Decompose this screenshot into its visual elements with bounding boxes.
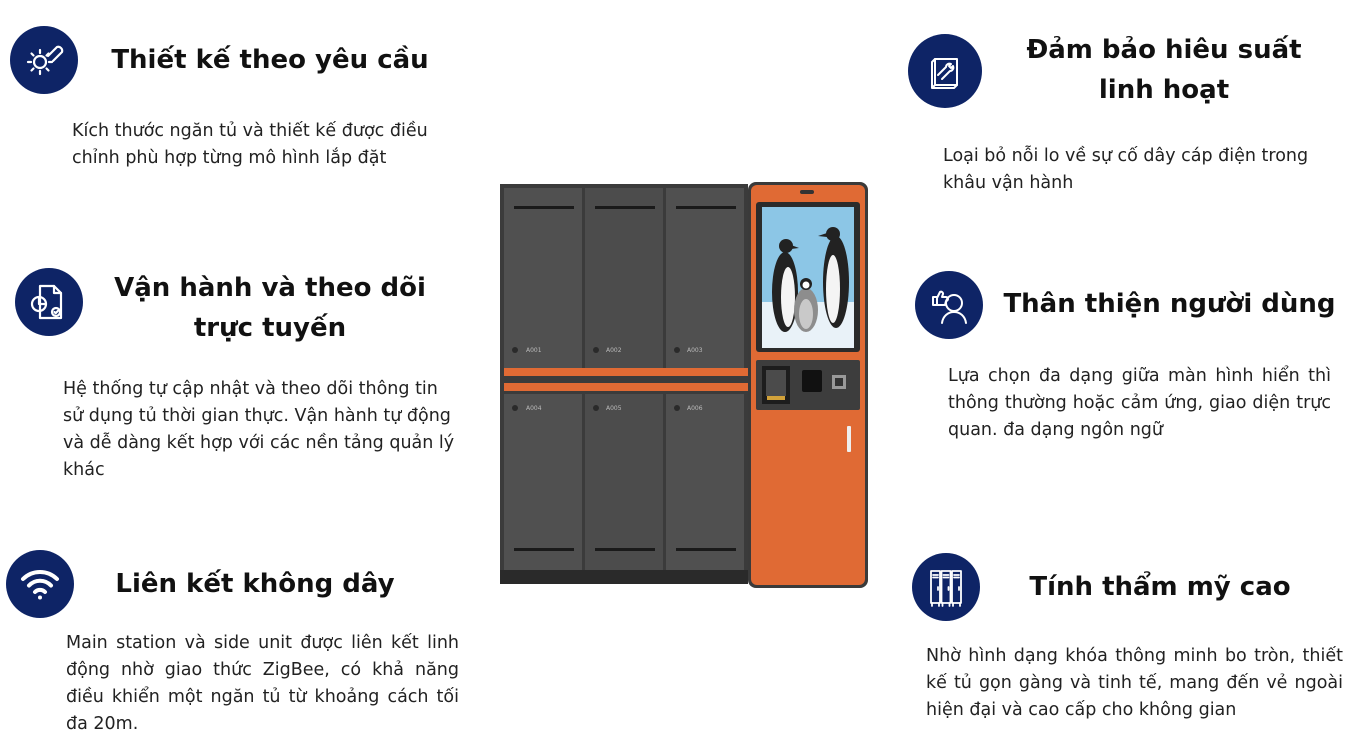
feature-description: Nhờ hình dạng khóa thông minh bo tròn, t… bbox=[926, 646, 1343, 720]
user-thumbs-up-icon bbox=[915, 271, 983, 339]
smart-locker-image: A001 A002 A003 A004 A005 A006 bbox=[500, 182, 868, 588]
feature-title: Liên kết không dây bbox=[115, 569, 395, 599]
feature-description: Main station và side unit được liên kết … bbox=[66, 633, 459, 734]
locker-label: A005 bbox=[606, 405, 622, 412]
lockers-icon bbox=[912, 553, 980, 621]
locker-label: A002 bbox=[606, 347, 622, 354]
feature-description: Hệ thống tự cập nhật và theo dõi thông t… bbox=[63, 379, 455, 480]
feature-title: Vận hành và theo dõi trực tuyến bbox=[114, 273, 426, 343]
feature-description: Loại bỏ nỗi lo về sự cố dây cáp điện tro… bbox=[943, 146, 1309, 193]
feature-description: Lựa chọn đa dạng giữa màn hình hiển thì … bbox=[948, 366, 1331, 440]
feature-title: Tính thẩm mỹ cao bbox=[1029, 572, 1291, 602]
gear-wrench-icon bbox=[10, 26, 78, 94]
locker-label: A001 bbox=[526, 347, 542, 354]
report-chart-icon bbox=[15, 268, 83, 336]
wifi-icon bbox=[6, 550, 74, 618]
feature-description: Kích thước ngăn tủ và thiết kế được điều… bbox=[72, 121, 428, 168]
feature-title: Thiết kế theo yêu cầu bbox=[111, 45, 429, 75]
feature-title: Đảm bảo hiêu suất linh hoạt bbox=[1026, 35, 1302, 105]
toolbox-wrench-icon bbox=[908, 34, 982, 108]
locker-label: A004 bbox=[526, 405, 542, 412]
feature-title: Thân thiện người dùng bbox=[1003, 289, 1336, 319]
locker-label: A006 bbox=[687, 405, 703, 412]
locker-label: A003 bbox=[687, 347, 703, 354]
